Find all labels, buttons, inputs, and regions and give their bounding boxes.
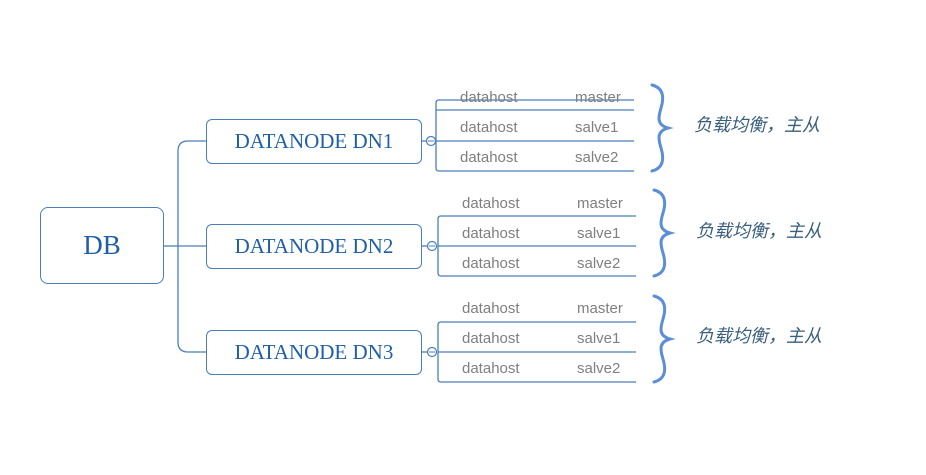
datanode-dn3[interactable]: DATANODE DN3 [206, 330, 422, 375]
dn3-role-1: master [577, 300, 623, 317]
dn2-role-1: master [577, 195, 623, 212]
dn3-role-2: salve1 [577, 330, 621, 347]
dn1-role-2: salve1 [575, 119, 619, 136]
dn1-role-3: salve2 [575, 149, 619, 166]
dn3-note: 负载均衡，主从 [696, 326, 822, 347]
dn3-host-3[interactable]: datahost [462, 360, 520, 377]
dn1-host-2[interactable]: datahost [460, 119, 518, 136]
connector-dn2-host-3 [437, 246, 636, 277]
db-root-label: DB [83, 230, 121, 260]
dn2-role-2: salve1 [577, 225, 621, 242]
dn1-note: 负载均衡，主从 [694, 115, 820, 136]
datanode-dn1-label: DATANODE DN1 [234, 129, 394, 153]
connector-dn2-host-1 [437, 215, 636, 246]
datanode-dn1[interactable]: DATANODE DN1 [206, 119, 422, 164]
dn3-role-3: salve2 [577, 360, 621, 377]
dn2-host-1[interactable]: datahost [462, 195, 520, 212]
brace-dn3-icon [652, 294, 676, 384]
datanode-dn3-label: DATANODE DN3 [234, 340, 394, 364]
dn2-host-2[interactable]: datahost [462, 225, 520, 242]
datanode-dn2[interactable]: DATANODE DN2 [206, 224, 422, 269]
brace-dn2-icon [652, 188, 676, 278]
connector-dn1-host-1 [435, 99, 634, 141]
dn1-host-1[interactable]: datahost [460, 89, 518, 106]
connector-dn3-host-3 [437, 352, 636, 383]
connector-dn1-host-3 [435, 141, 634, 172]
dn3-host-2[interactable]: datahost [462, 330, 520, 347]
dn2-role-3: salve2 [577, 255, 621, 272]
dn2-host-3[interactable]: datahost [462, 255, 520, 272]
brace-dn1-icon [650, 83, 674, 173]
dn3-host-1[interactable]: datahost [462, 300, 520, 317]
datanode-dn2-label: DATANODE DN2 [234, 234, 394, 258]
db-root-node[interactable]: DB [40, 207, 164, 284]
dn1-host-3[interactable]: datahost [460, 149, 518, 166]
dn2-note: 负载均衡，主从 [696, 221, 822, 242]
connector-dn3-host-1 [437, 321, 636, 352]
dn1-role-1: master [575, 89, 621, 106]
